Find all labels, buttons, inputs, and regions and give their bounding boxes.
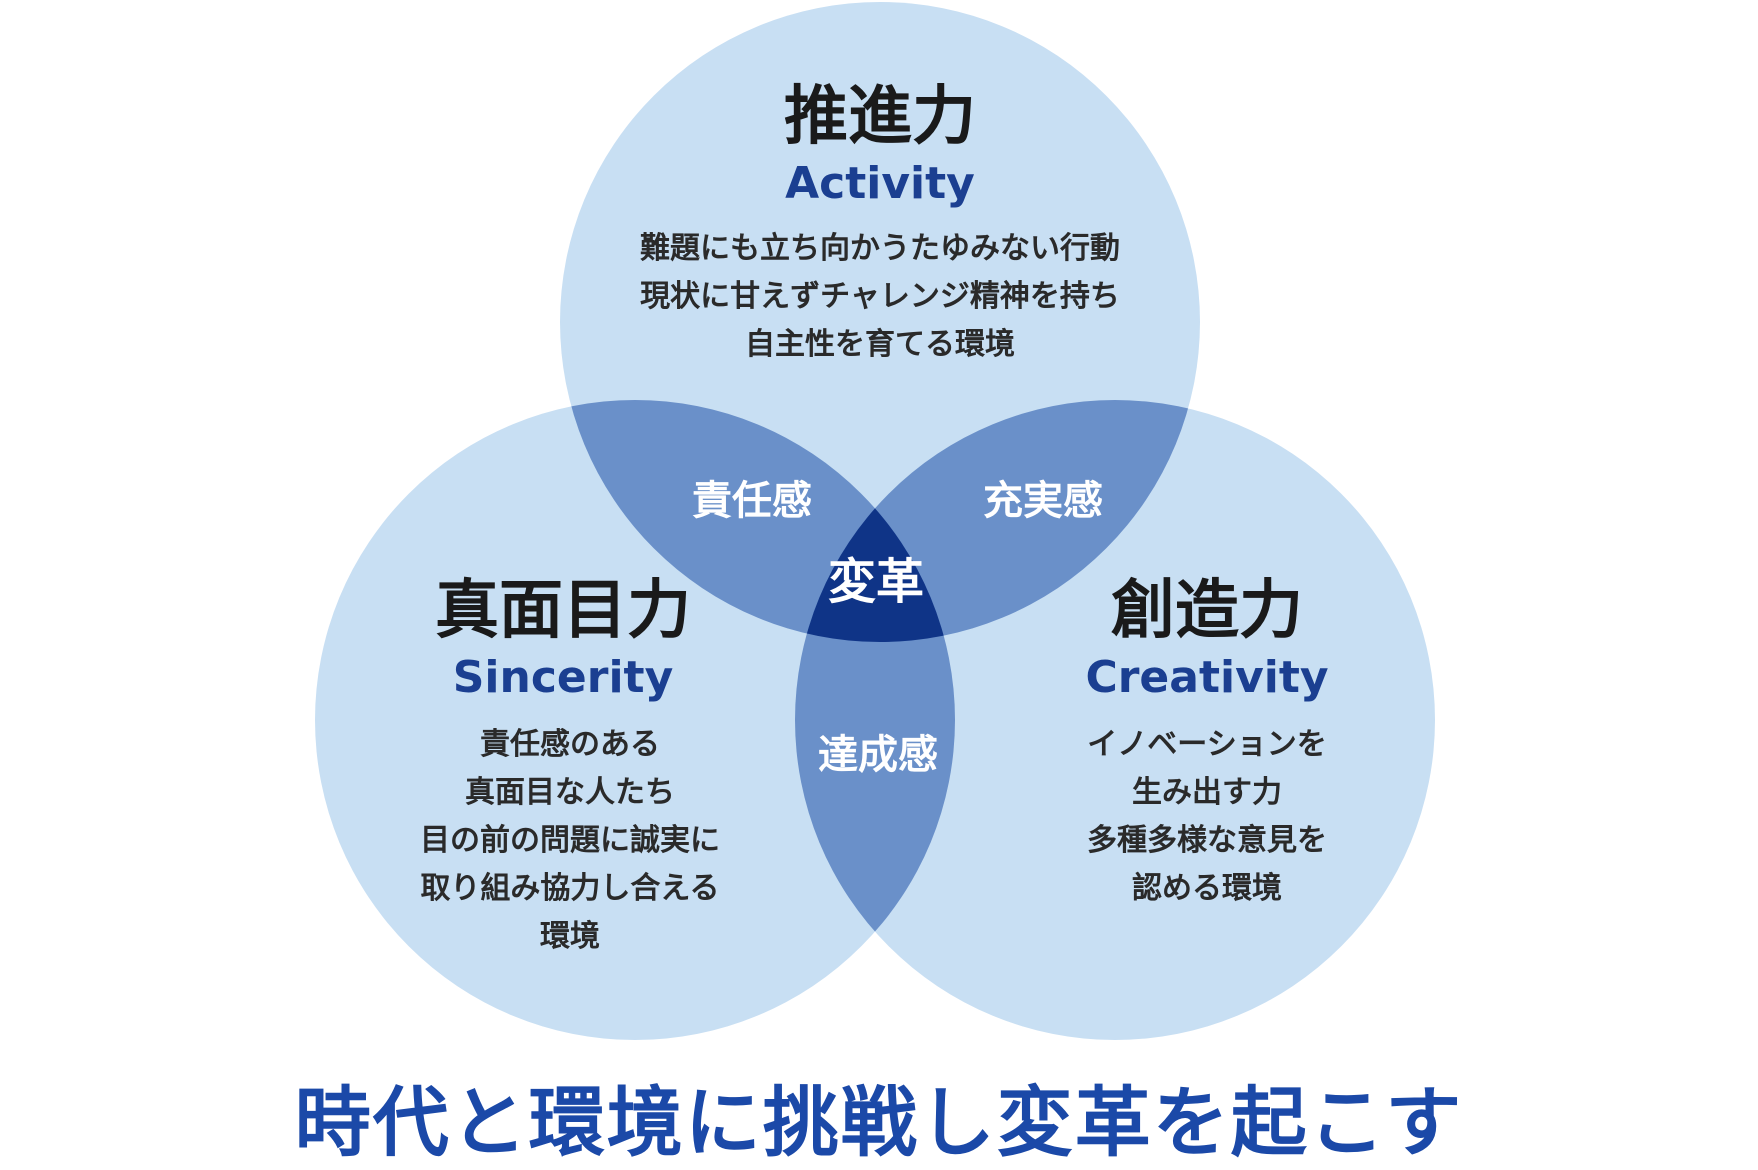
sincerity-desc-line: 環境 xyxy=(540,919,600,954)
overlap-label-achievement: 達成感 xyxy=(818,732,938,778)
activity-desc-line: 難題にも立ち向かうたゆみない行動 xyxy=(640,231,1120,266)
sincerity-desc-line: 責任感のある xyxy=(480,727,660,762)
activity-desc-line: 自主性を育てる環境 xyxy=(745,327,1015,362)
creativity-title-jp: 創造力 xyxy=(1111,574,1303,648)
sincerity-title-jp: 真面目力 xyxy=(435,574,691,648)
creativity-desc-line: 多種多様な意見を xyxy=(1087,823,1327,858)
sincerity-title-en: Sincerity xyxy=(453,652,674,703)
creativity-desc-line: 認める環境 xyxy=(1132,871,1282,906)
creativity-desc-line: 生み出す力 xyxy=(1132,775,1282,810)
activity-title-jp: 推進力 xyxy=(784,80,976,154)
creativity-desc-line: イノベーションを xyxy=(1087,727,1326,762)
overlap-activity-sincerity xyxy=(560,400,955,642)
activity-desc-line: 現状に甘えずチャレンジ精神を持ち xyxy=(640,279,1120,314)
overlap-label-responsibility: 責任感 xyxy=(692,478,812,524)
sincerity-desc-line: 取り組み協力し合える xyxy=(420,871,719,906)
sincerity-desc-line: 真面目な人たち xyxy=(465,775,675,810)
overlap-label-center: 変革 xyxy=(828,554,924,610)
overlap-activity-creativity xyxy=(795,400,1200,642)
sincerity-desc-line: 目の前の問題に誠実に xyxy=(420,823,720,858)
activity-title-en: Activity xyxy=(785,158,975,209)
creativity-title-en: Creativity xyxy=(1085,652,1328,703)
slogan: 時代と環境に挑戦し変革を起こす xyxy=(294,1078,1464,1167)
overlap-label-fulfillment: 充実感 xyxy=(983,478,1103,524)
